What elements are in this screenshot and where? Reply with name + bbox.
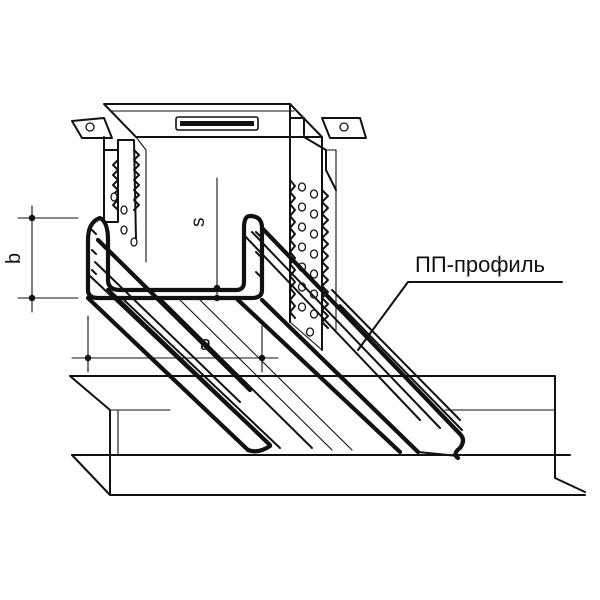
dimension-b: b — [3, 205, 79, 313]
direct-hanger — [71, 103, 367, 351]
label-profile: ПП-профиль — [415, 252, 545, 277]
label-b: b — [3, 253, 25, 264]
label-s: s — [188, 218, 209, 228]
profile-callout: ПП-профиль — [357, 252, 563, 351]
dimension-s: s — [188, 177, 221, 302]
label-a: a — [200, 333, 212, 355]
base-block — [69, 375, 586, 496]
dimension-a: a — [71, 315, 279, 373]
pp-profile — [85, 213, 466, 461]
